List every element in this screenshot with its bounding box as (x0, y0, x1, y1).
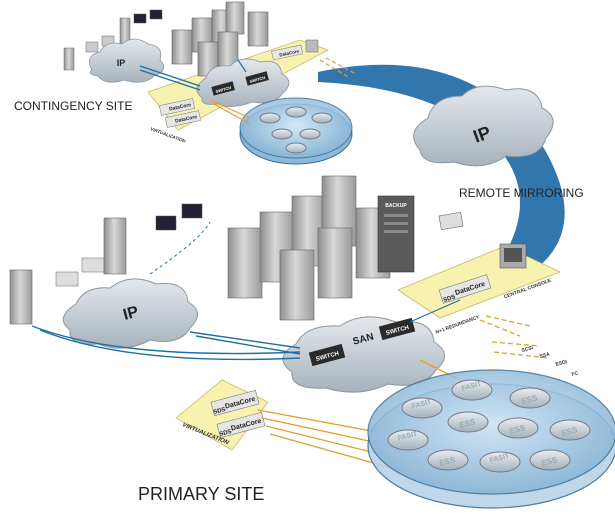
san-switch-1-label: SWITCH (315, 351, 339, 363)
contingency-datacore-3-label: DataCore (279, 48, 300, 57)
contingency-storage-pool (239, 97, 353, 165)
tape-device (438, 211, 464, 231)
primary-site: BACKUP CENTRAL CONSOLE DataCore SDS N+1 … (9, 175, 615, 509)
disk-ess-3-label: ESS (508, 423, 526, 436)
disk-fasit-3: FASIT (387, 429, 429, 451)
primary-server-farm (227, 175, 391, 321)
contingency-ip-cloud (88, 38, 165, 83)
virtualization-datacore-units: DataCore SDS DataCore SDS (210, 389, 266, 439)
virt-sds-1-label: SDS (213, 407, 226, 416)
primary-workstations (9, 203, 203, 325)
primary-storage-pool: FASIT FASIT ESS ESS ESS FASIT (367, 369, 615, 509)
disk-fasit-2: FASIT (451, 379, 493, 401)
san-switch-2-label: SWITCH (385, 325, 409, 337)
disk-fasit-4: FASIT (479, 451, 521, 473)
contingency-datacore-units: DataCore DataCore DataCore (159, 44, 304, 128)
disk-ess-5: ESS (427, 449, 469, 471)
backup-label: BACKUP (385, 203, 407, 209)
contingency-ip-label: IP (117, 58, 126, 68)
san-switch-1: SWITCH (308, 343, 346, 367)
remote-mirroring-label: REMOTE MIRRORING (459, 186, 584, 200)
contingency-switch-1-label: SWITCH (215, 85, 232, 94)
contingency-datacore-1-label: DataCore (169, 102, 192, 113)
disk-ess-6-label: ESS (540, 455, 558, 468)
contingency-switch-1: SWITCH (211, 81, 235, 96)
contingency-switch-2: SWITCH (245, 71, 269, 86)
interface-labels: SCSI SSA ESDI FC (521, 345, 579, 378)
remote-ip-label: IP (471, 122, 494, 147)
disk-ess-5-label: ESS (438, 455, 456, 468)
disk-ess-1: ESS (509, 387, 551, 409)
contingency-datacore-2-label: DataCore (175, 114, 198, 125)
san-switch-2: SWITCH (378, 317, 416, 341)
remote-ip-cloud (413, 85, 554, 167)
contingency-workstations (63, 9, 163, 71)
san-cloud (282, 316, 445, 393)
ssa-label: SSA (539, 351, 551, 360)
contingency-site: IP SWITCH SWITCH DataCore DataCore DataC… (14, 1, 357, 165)
primary-ip-label: IP (121, 303, 140, 323)
backup-server: BACKUP (377, 195, 415, 273)
virt-sds-2-label: SDS (219, 429, 232, 438)
primary-ip-cloud (62, 278, 198, 349)
disk-ess-2: ESS (447, 411, 489, 433)
disk-ess-1-label: ESS (520, 393, 538, 406)
contingency-server-cluster (171, 1, 269, 77)
fc-label: FC (571, 370, 579, 378)
scsi-label: SCSI (521, 345, 534, 354)
disk-ess-6: ESS (529, 449, 571, 471)
disk-ess-4-label: ESS (560, 425, 578, 438)
primary-site-label: PRIMARY SITE (138, 484, 264, 504)
contingency-site-label: CONTINGENCY SITE (14, 99, 132, 113)
contingency-virtualization-label: VIRTUALIZATION (150, 126, 187, 144)
san-label: SAN (352, 332, 375, 348)
n1-sds-label: SDS (443, 294, 457, 304)
contingency-console (305, 39, 319, 53)
disk-ess-3: ESS (497, 417, 539, 439)
contingency-switch-2-label: SWITCH (249, 75, 266, 84)
remote-ip-cloud-group: IP (413, 85, 554, 167)
disk-ess-2-label: ESS (458, 417, 476, 430)
contingency-san-cloud (196, 58, 290, 107)
disk-ess-4: ESS (549, 419, 591, 441)
esdi-label: ESDI (555, 359, 568, 368)
disk-fasit-1: FASIT (401, 397, 443, 419)
contingency-cables (139, 57, 357, 125)
